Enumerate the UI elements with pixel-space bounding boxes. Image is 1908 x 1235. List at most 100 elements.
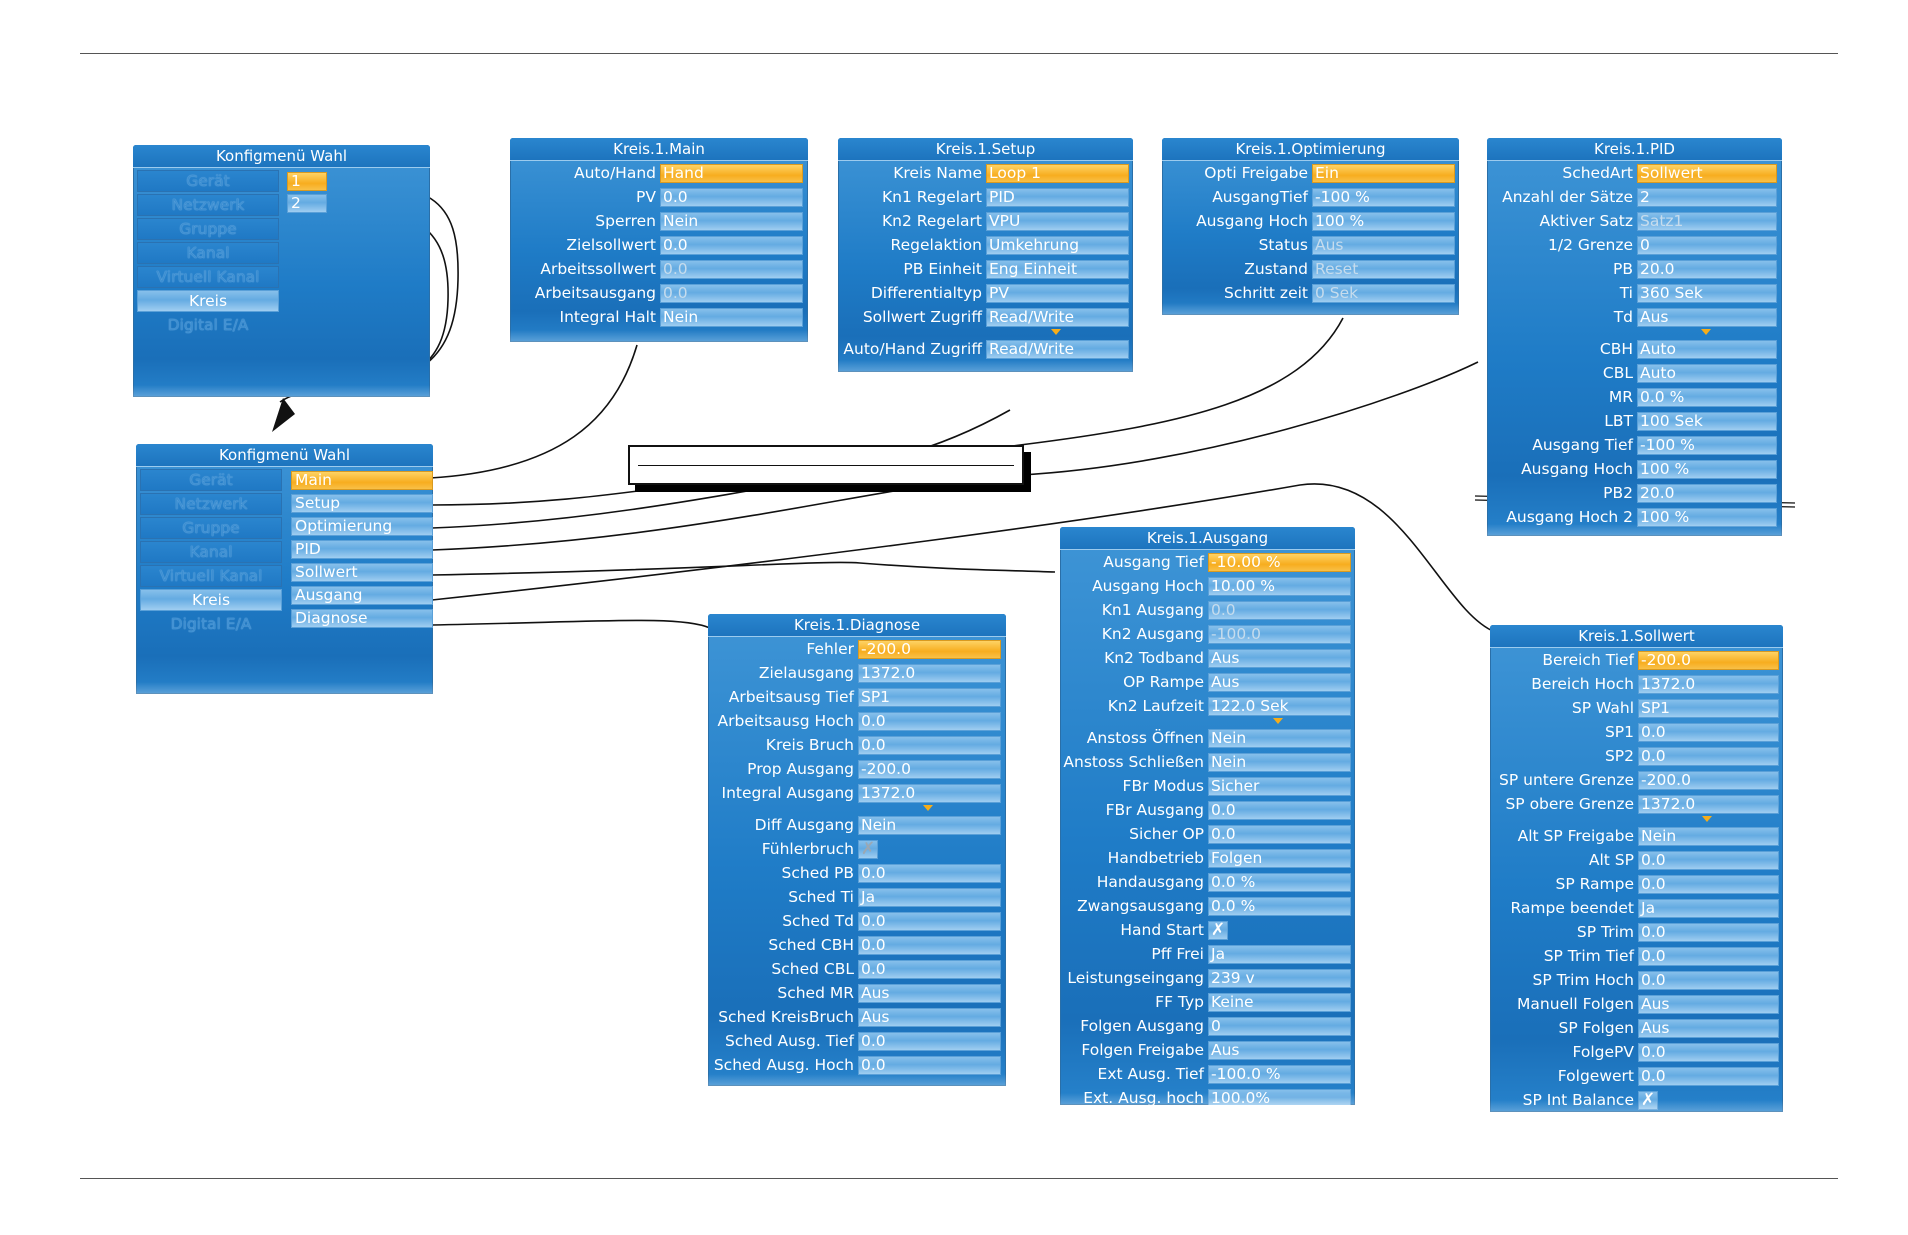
param-value[interactable]: SP1 [858,688,1001,707]
submenu-item-2[interactable]: 2 [287,194,327,213]
submenu-item-sollwert[interactable]: Sollwert [291,563,433,582]
param-value[interactable]: Auto [1637,340,1777,359]
param-value[interactable]: 0.0 [1638,723,1779,742]
param-value[interactable]: 0.0 [660,284,803,303]
param-value[interactable]: SP1 [1638,699,1779,718]
param-row-sp-untere-grenze[interactable]: SP untere Grenze-200.0 [1490,768,1783,792]
param-row-kn2-ausgang[interactable]: Kn2 Ausgang-100.0 [1060,622,1355,646]
param-value[interactable]: 0.0 [1208,825,1351,844]
submenu-item-ausgang[interactable]: Ausgang [291,586,433,605]
param-value[interactable]: 0.0 [858,736,1001,755]
checkbox-x-icon[interactable]: ✗ [1638,1091,1658,1110]
param-value[interactable]: Nein [1638,827,1779,846]
param-value[interactable]: 0.0 % [1208,897,1351,916]
menu-item-gerät[interactable]: Gerät [140,469,282,491]
param-value[interactable]: 0 [1208,1017,1351,1036]
param-row-ausgang-tief[interactable]: Ausgang Tief-10.00 % [1060,550,1355,574]
param-value[interactable]: 0.0 [1638,971,1779,990]
menu-item-gruppe[interactable]: Gruppe [137,218,279,240]
menu-item-kreis[interactable]: Kreis [137,290,279,312]
param-value[interactable]: 0.0 [858,936,1001,955]
param-value[interactable]: Keine [1208,993,1351,1012]
param-value[interactable]: Aus [858,1008,1001,1027]
param-value[interactable]: 122.0 Sek [1208,697,1351,716]
param-value[interactable]: 0.0 [858,1056,1001,1075]
param-value[interactable]: 0.0 % [1208,873,1351,892]
param-value[interactable]: 239 v [1208,969,1351,988]
param-value[interactable]: Aus [858,984,1001,1003]
submenu-item-pid[interactable]: PID [291,540,433,559]
param-value[interactable]: 0.0 [1638,947,1779,966]
param-value[interactable]: 100 % [1637,508,1777,527]
param-value[interactable]: 1372.0 [1638,795,1779,814]
param-value[interactable]: 0.0 [1208,801,1351,820]
param-value[interactable]: 100 % [1637,460,1777,479]
submenu-item-optimierung[interactable]: Optimierung [291,517,433,536]
param-value[interactable]: -10.00 % [1208,553,1351,572]
param-value[interactable]: Aus [1208,673,1351,692]
param-value[interactable]: 0.0 [1638,1067,1779,1086]
menu-item-netzwerk[interactable]: Netzwerk [140,493,282,515]
param-value[interactable]: -100 % [1312,188,1455,207]
param-value[interactable]: 0.0 [858,1032,1001,1051]
param-value[interactable]: PV [986,284,1129,303]
param-value[interactable]: 0.0 [858,864,1001,883]
param-value[interactable]: 0.0 % [1637,388,1777,407]
submenu-item-setup[interactable]: Setup [291,494,433,513]
param-value[interactable]: 1372.0 [858,664,1001,683]
param-value[interactable]: 0.0 [660,236,803,255]
param-value[interactable]: 100.0% [1208,1089,1351,1105]
param-value[interactable]: -200.0 [1638,771,1779,790]
param-value[interactable]: 10.00 % [1208,577,1351,596]
param-value[interactable]: Aus [1208,649,1351,668]
param-value[interactable]: Umkehrung [986,236,1129,255]
param-value[interactable]: Sicher [1208,777,1351,796]
param-value[interactable]: Aus [1638,995,1779,1014]
param-value[interactable]: 0 [1637,236,1777,255]
param-value[interactable]: Aus [1208,1041,1351,1060]
param-row-fehler[interactable]: Fehler-200.0 [708,637,1006,661]
